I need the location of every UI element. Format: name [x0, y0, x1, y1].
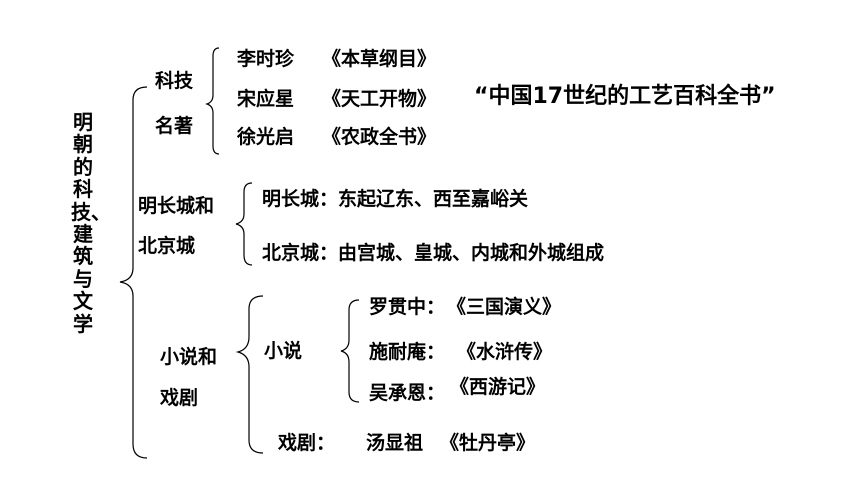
architecture-label-line1: 明长城和	[138, 195, 215, 217]
tech-item-3-work: 《农政全书》	[322, 126, 437, 148]
main-bracket	[119, 86, 148, 459]
root-title: 明朝的科技、建筑与文学	[71, 110, 111, 336]
tech-item-2-author: 宋应星	[237, 88, 295, 110]
tech-bracket	[205, 47, 220, 155]
novel-item-2-author: 施耐庵：	[369, 341, 446, 363]
novel-item-1-author: 罗贯中：	[369, 296, 446, 318]
novel-item-3-author: 吴承恩：	[369, 382, 446, 404]
drama-work: 《牡丹亭》	[440, 432, 536, 454]
drama-author: 汤显祖	[366, 432, 424, 454]
novel-label: 小说	[264, 340, 303, 362]
architecture-label-line2: 北京城	[138, 235, 196, 257]
tech-item-2-work: 《天工开物》	[322, 88, 437, 110]
literature-bracket	[235, 295, 264, 454]
literature-label-line2: 戏剧	[160, 387, 199, 409]
novel-item-2-work: 《水浒传》	[457, 341, 553, 363]
architecture-item-great-wall: 明长城：东起辽东、西至嘉峪关	[262, 188, 529, 210]
tech-item-2-note: “中国17世纪的工艺百科全书”	[474, 84, 776, 109]
architecture-item-beijing: 北京城：由宫城、皇城、内城和外城组成	[262, 242, 605, 264]
literature-label-line1: 小说和	[160, 346, 218, 368]
novel-item-1-work: 《三国演义》	[447, 296, 562, 318]
tech-label-line2: 名著	[155, 115, 194, 137]
novel-item-3-work: 《西游记》	[450, 376, 546, 398]
tech-label-line1: 科技	[155, 70, 194, 92]
tech-item-3-author: 徐光启	[237, 126, 295, 148]
drama-label: 戏剧：	[278, 432, 336, 454]
tech-item-1-work: 《本草纲目》	[322, 48, 437, 70]
tech-item-1-author: 李时珍	[237, 48, 295, 70]
novel-bracket	[340, 299, 360, 403]
architecture-bracket	[235, 182, 253, 266]
